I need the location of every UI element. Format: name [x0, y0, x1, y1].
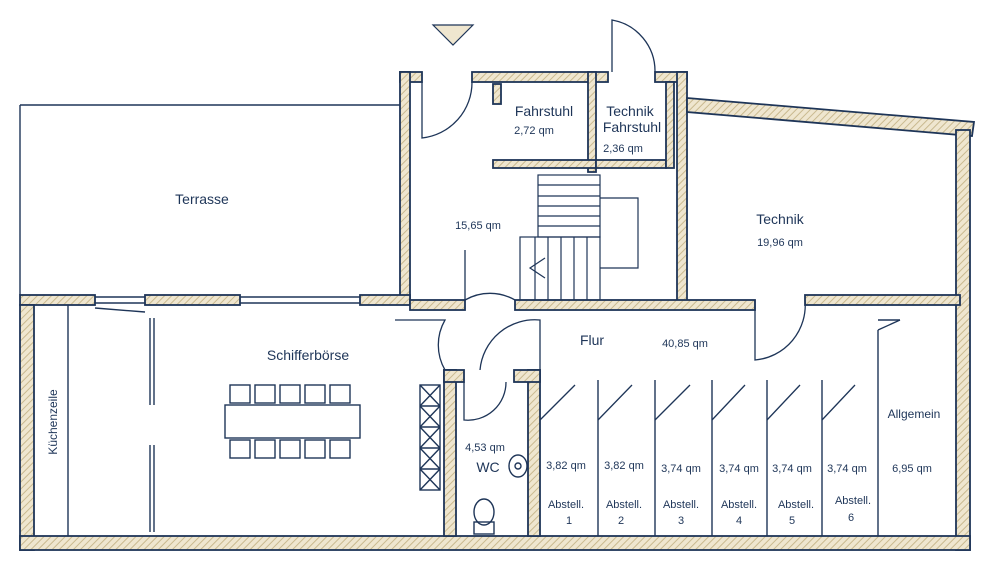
allgemein-area: 6,95 qm — [892, 463, 932, 475]
toilet-icon — [473, 498, 495, 535]
terrasse-label: Terrasse — [175, 191, 229, 207]
terrace-outline — [19, 104, 400, 295]
abstell-6-label: Abstell. — [835, 495, 871, 507]
abstell-3-label: Abstell. — [663, 499, 699, 511]
abstell-6-number: 6 — [848, 512, 854, 524]
flur-area: 40,85 qm — [662, 338, 708, 350]
abstell-1-label: Abstell. — [548, 499, 584, 511]
technik-fahrstuhl-label-line1: Technik — [606, 103, 654, 119]
technik-label: Technik — [756, 211, 804, 227]
abstell-4-label: Abstell. — [721, 499, 757, 511]
kuechenzeile-label: Küchenzeile — [46, 389, 60, 455]
abstell-2-area: 3,82 qm — [604, 460, 644, 472]
sink-icon — [508, 454, 528, 478]
treppenhaus-area: 15,65 qm — [455, 220, 501, 232]
technik-fahrstuhl-area: 2,36 qm — [603, 143, 643, 155]
partition-lines — [67, 305, 900, 536]
abstell-5-area: 3,74 qm — [772, 463, 812, 475]
shelf-icon — [419, 384, 441, 491]
entrance-triangle-icon — [431, 24, 475, 46]
technik-fahrstuhl-label-line2: Fahrstuhl — [603, 119, 661, 135]
stairs — [519, 174, 639, 301]
abstell-2-label: Abstell. — [606, 499, 642, 511]
abstell-3-number: 3 — [678, 515, 684, 527]
abstell-3-area: 3,74 qm — [661, 463, 701, 475]
abstell-6-area: 3,74 qm — [827, 463, 867, 475]
wc-area: 4,53 qm — [465, 442, 505, 454]
doors — [395, 19, 901, 421]
abstell-4-number: 4 — [736, 515, 742, 527]
fahrstuhl-area: 2,72 qm — [514, 125, 554, 137]
allgemein-label: Allgemein — [888, 407, 941, 421]
abstell-5-number: 5 — [789, 515, 795, 527]
technik-area: 19,96 qm — [757, 237, 803, 249]
abstell-2-number: 2 — [618, 515, 624, 527]
abstell-5-label: Abstell. — [778, 499, 814, 511]
schifferboerse-label: Schifferbörse — [267, 347, 349, 363]
abstell-1-area: 3,82 qm — [546, 460, 586, 472]
fahrstuhl-label: Fahrstuhl — [515, 103, 573, 119]
abstell-4-area: 3,74 qm — [719, 463, 759, 475]
walls — [19, 71, 976, 551]
flur-label: Flur — [580, 332, 604, 348]
abstell-1-number: 1 — [566, 515, 572, 527]
window-lines — [94, 296, 360, 313]
conference-table-icon — [224, 384, 361, 459]
wc-label: WC — [476, 459, 499, 475]
